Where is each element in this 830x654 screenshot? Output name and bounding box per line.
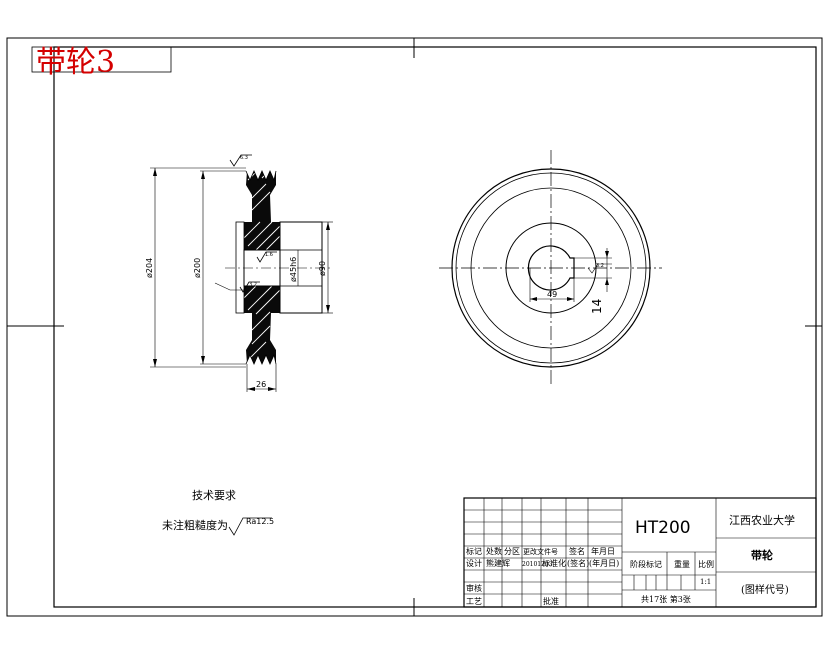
designer: 熊建辉 <box>486 558 510 568</box>
sign-label: (签名) <box>567 558 589 568</box>
sheet-count: 共17张 第3张 <box>641 594 691 604</box>
process-label: 工艺 <box>466 597 482 606</box>
dim-key-depth: 14 <box>590 299 604 314</box>
standardize-label: 标准化 <box>542 558 566 568</box>
roughness-mark-3: 3.2 <box>249 282 257 288</box>
side-roughness-mark: 3.2 <box>596 263 604 269</box>
weight-label: 重量 <box>674 559 690 569</box>
dim-outer-diameter: ø204 <box>145 258 154 278</box>
dim-width: 26 <box>256 380 266 389</box>
drawing-code: (图样代号) <box>741 583 789 596</box>
header-count: 处数 <box>486 546 502 556</box>
material: HT200 <box>635 518 691 538</box>
header-mark: 标记 <box>466 546 482 556</box>
tech-roughness: Ra12.5 <box>246 517 274 526</box>
header-zone: 分区 <box>504 547 520 556</box>
date-label: (年月日) <box>589 558 619 568</box>
approve-label: 批准 <box>543 596 559 606</box>
design-label: 设计 <box>466 558 482 568</box>
roughness-mark-1: 6.3 <box>240 155 248 161</box>
part-name: 带轮 <box>751 548 773 562</box>
tech-line1: 未注粗糙度为 <box>162 518 228 532</box>
scale-label: 比例 <box>698 559 714 569</box>
review-label: 审核 <box>466 583 482 593</box>
side-view: 49 14 3.2 <box>439 150 662 385</box>
stage-label: 阶段标记 <box>630 559 662 569</box>
sheet-label: 带轮3 <box>36 45 115 80</box>
roughness-mark-2: 1.6 <box>265 252 273 258</box>
label-box <box>31 46 172 73</box>
header-date: 年月日 <box>591 546 615 556</box>
roughness-symbols <box>229 154 277 293</box>
front-view: ø204 ø200 ø45h6 ø90 26 6.3 1.6 3.2 <box>145 154 333 392</box>
tech-requirements: 技术要求 未注粗糙度为 Ra12.5 <box>162 489 274 536</box>
centering-marks <box>7 38 822 616</box>
dim-hub-diameter: ø90 <box>318 261 327 276</box>
header-change-doc: 更改文件号 <box>523 547 558 556</box>
dim-pitch-diameter: ø200 <box>193 258 202 278</box>
title-block: HT200 江西农业大学 带轮 (图样代号) 标记 处数 分区 更改文件号 签名… <box>463 497 817 608</box>
outer-frame <box>6 37 823 617</box>
school-name: 江西农业大学 <box>729 513 795 527</box>
scale-value: 1:1 <box>700 578 711 586</box>
header-signature: 签名 <box>569 546 585 556</box>
dim-key-width: 49 <box>547 290 557 299</box>
dim-bore: ø45h6 <box>289 257 298 282</box>
inner-frame <box>53 46 817 608</box>
design-date: 20101203 <box>522 561 553 568</box>
tech-title: 技术要求 <box>192 489 236 502</box>
